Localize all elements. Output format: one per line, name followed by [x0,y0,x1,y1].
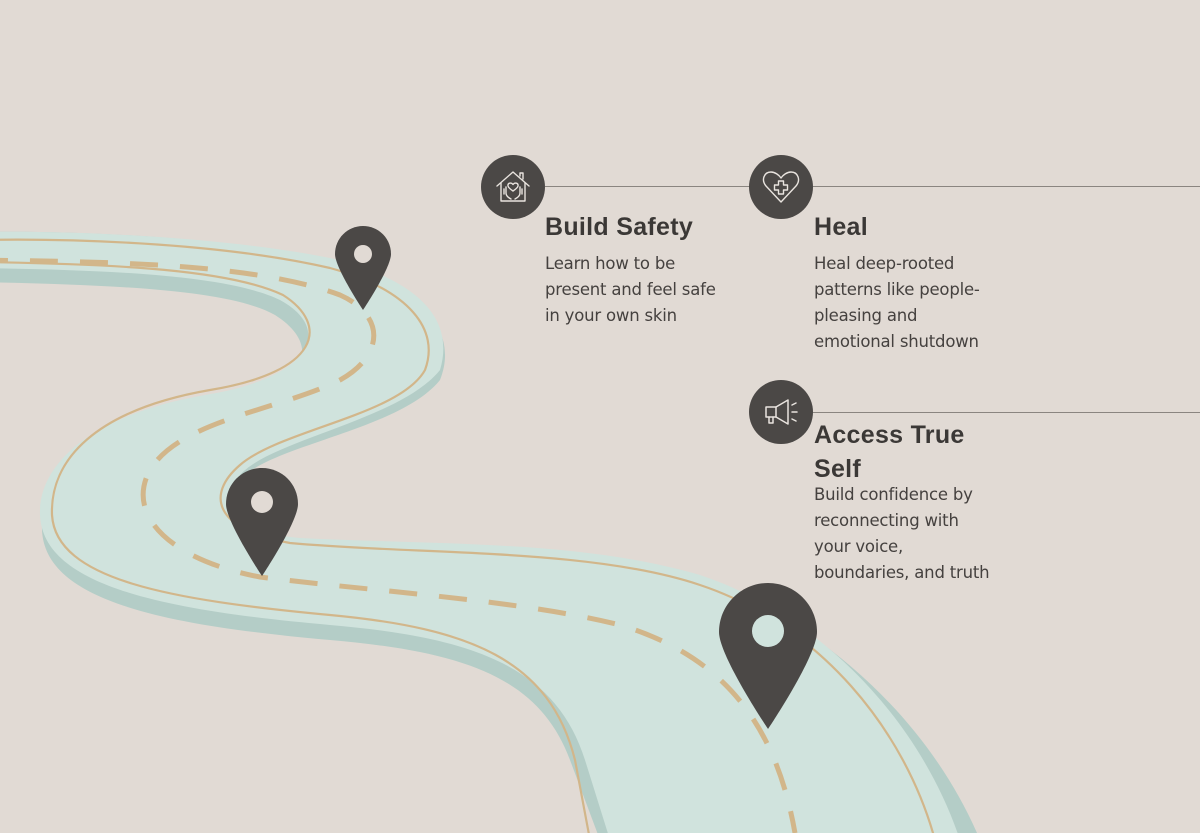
house-heart-hands-icon [481,155,545,219]
connector-line [545,186,750,187]
road-edge-line-inner [0,261,590,833]
heart-medical-cross-icon [749,155,813,219]
description-line: Build confidence by [814,485,973,504]
description-line: in your own skin [545,306,677,325]
description-line: present and feel safe [545,280,716,299]
megaphone-icon [749,380,813,444]
description-line: emotional shutdown [814,332,979,351]
description-line: pleasing and [814,306,918,325]
description-line: patterns like people- [814,280,980,299]
step-description-build-safety: Learn how to be present and feel safe in… [545,251,716,329]
map-pin-icon [226,468,298,576]
step-title-heal: Heal [814,213,869,241]
title-line: Access True [814,421,965,449]
road-surface [0,231,958,833]
step-title-access-true-self: Access True Self [814,418,965,486]
step-title-build-safety: Build Safety [545,213,694,241]
connector-line [812,186,1200,187]
step-description-access-true-self: Build confidence by reconnecting with yo… [814,482,990,586]
description-line: Learn how to be [545,254,676,273]
title-line: Self [814,455,862,483]
map-pin-icon [719,583,817,729]
step-description-heal: Heal deep-rooted patterns like people- p… [814,251,980,355]
road-center-dashes [0,257,798,833]
description-line: reconnecting with [814,511,959,530]
description-line: boundaries, and truth [814,563,990,582]
road-edge-line-outer [0,238,935,833]
connector-line [812,412,1200,413]
description-line: Heal deep-rooted [814,254,955,273]
map-pin-icon [335,226,391,310]
description-line: your voice, [814,537,904,556]
